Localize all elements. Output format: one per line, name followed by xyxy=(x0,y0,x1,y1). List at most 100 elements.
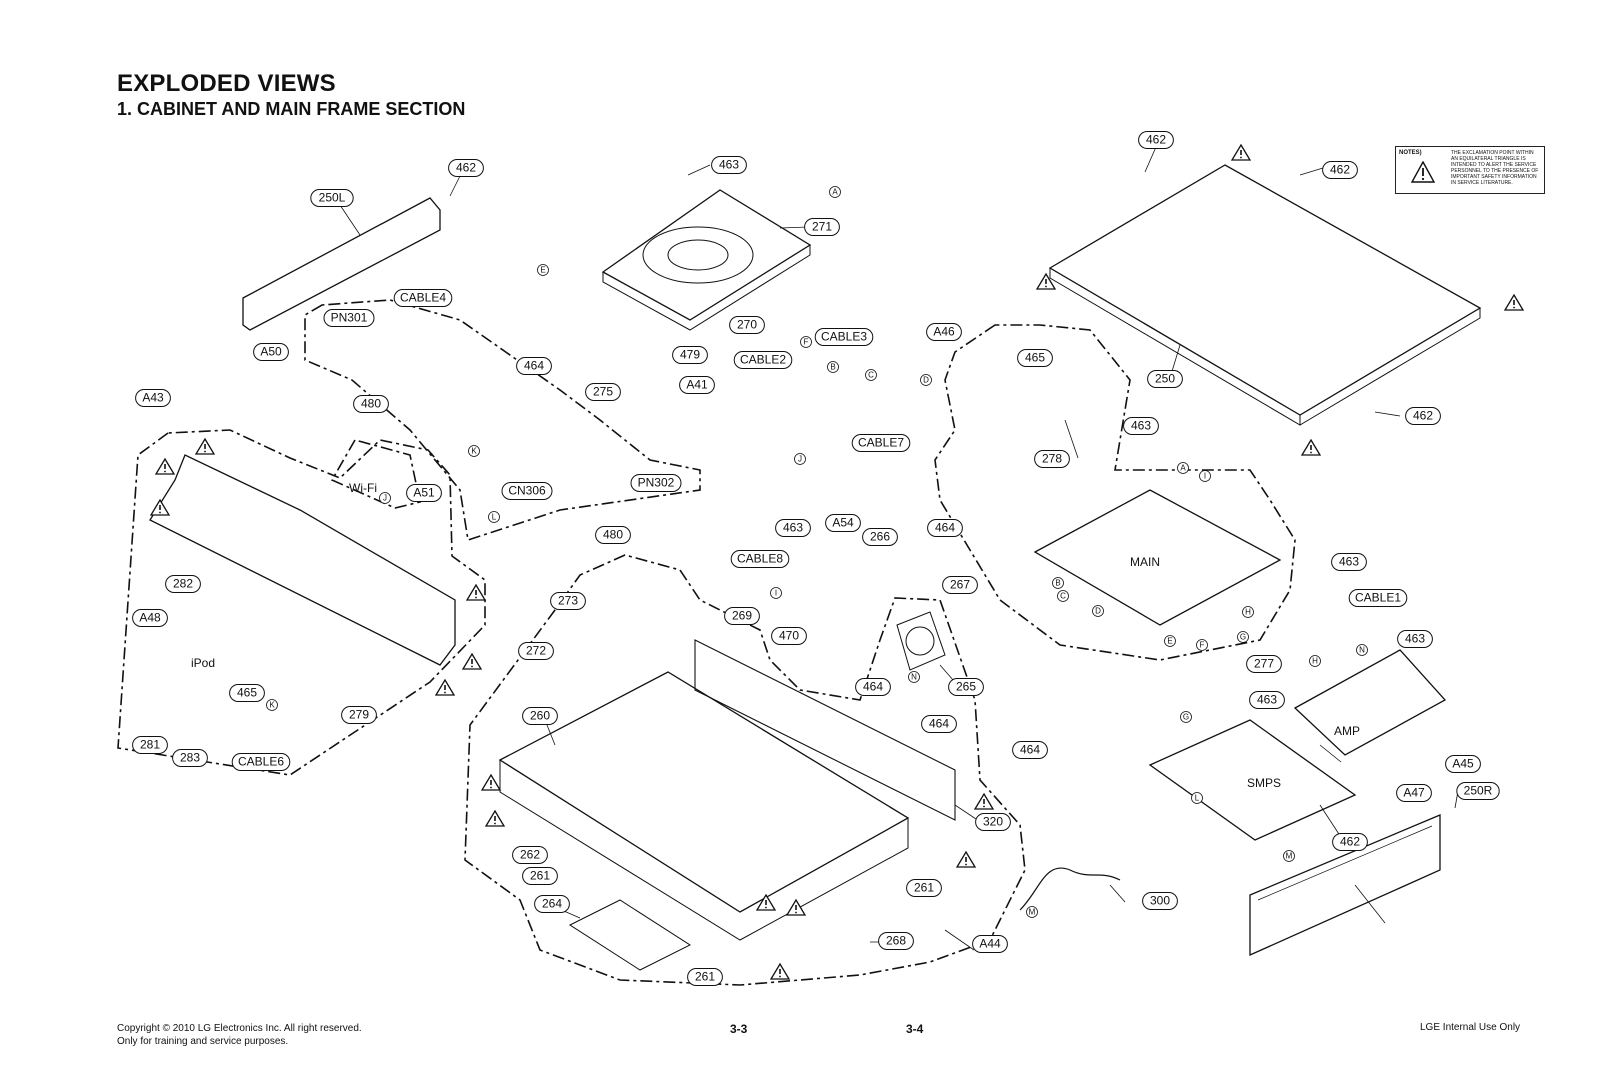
svg-text:279: 279 xyxy=(349,708,369,722)
part-label-265: 265 xyxy=(948,678,984,696)
svg-text:A48: A48 xyxy=(139,611,161,625)
warning-triangle-icon xyxy=(769,962,791,980)
svg-text:479: 479 xyxy=(680,348,700,362)
svg-text:H: H xyxy=(1245,608,1251,617)
svg-text:E: E xyxy=(540,266,545,275)
part-label-462: 462 xyxy=(1332,833,1368,851)
part-label-463: 463 xyxy=(1331,553,1367,571)
part-label-250: 250 xyxy=(1147,370,1183,388)
part-label-a47: A47 xyxy=(1396,784,1432,802)
part-label-463: 463 xyxy=(1249,691,1285,709)
svg-text:300: 300 xyxy=(1150,894,1170,908)
svg-text:463: 463 xyxy=(783,521,803,535)
connector-callout-d: D xyxy=(920,374,932,386)
svg-text:CABLE7: CABLE7 xyxy=(858,436,904,450)
part-label-a44: A44 xyxy=(972,935,1008,953)
svg-text:H: H xyxy=(1312,657,1318,666)
connector-callout-f: F xyxy=(800,336,812,348)
section-title: 1. CABINET AND MAIN FRAME SECTION xyxy=(117,99,466,119)
svg-text:N: N xyxy=(1359,646,1365,655)
svg-text:CABLE2: CABLE2 xyxy=(740,353,786,367)
part-label-462: 462 xyxy=(1138,131,1174,149)
svg-text:463: 463 xyxy=(719,158,739,172)
part-label-464: 464 xyxy=(921,715,957,733)
svg-text:267: 267 xyxy=(950,578,970,592)
internal-use-text: LGE Internal Use Only xyxy=(1420,1022,1521,1033)
part-label-300: 300 xyxy=(1142,892,1178,910)
svg-text:F: F xyxy=(1200,641,1205,650)
part-label-264: 264 xyxy=(534,895,570,913)
svg-text:E: E xyxy=(1167,637,1172,646)
svg-text:G: G xyxy=(1240,633,1246,642)
warning-triangle-icon xyxy=(955,850,977,868)
part-label-271: 271 xyxy=(804,218,840,236)
warning-triangle-icon xyxy=(480,773,502,791)
module-label-smps: SMPS xyxy=(1247,776,1281,790)
part-label-465: 465 xyxy=(1017,349,1053,367)
training-text: Only for training and service purposes. xyxy=(117,1036,289,1047)
part-label-cable6: CABLE6 xyxy=(231,753,291,771)
svg-text:A44: A44 xyxy=(979,937,1001,951)
svg-text:470: 470 xyxy=(779,629,799,643)
page-number-right: 3-4 xyxy=(906,1022,924,1036)
part-label-a54: A54 xyxy=(825,514,861,532)
page-title: EXPLODED VIEWS xyxy=(117,70,336,97)
part-label-pn301: PN301 xyxy=(323,309,375,327)
svg-text:320: 320 xyxy=(983,815,1003,829)
svg-text:463: 463 xyxy=(1339,555,1359,569)
svg-text:A54: A54 xyxy=(832,516,854,530)
svg-text:464: 464 xyxy=(929,717,949,731)
part-label-cable2: CABLE2 xyxy=(733,351,793,369)
svg-text:462: 462 xyxy=(1146,133,1166,147)
svg-text:250L: 250L xyxy=(319,191,346,205)
svg-text:A47: A47 xyxy=(1403,786,1425,800)
module-label-ipod: iPod xyxy=(191,656,215,670)
connector-callout-i: I xyxy=(770,587,782,599)
connector-callout-h: H xyxy=(1309,655,1321,667)
assembly-boundaries xyxy=(117,299,1296,986)
svg-text:262: 262 xyxy=(520,848,540,862)
part-label-463: 463 xyxy=(1123,417,1159,435)
warning-triangle-icon xyxy=(149,498,171,516)
svg-text:277: 277 xyxy=(1254,657,1274,671)
part-label-a41: A41 xyxy=(679,376,715,394)
part-label-282: 282 xyxy=(165,575,201,593)
part-label-a46: A46 xyxy=(926,323,962,341)
part-label-462: 462 xyxy=(1322,161,1358,179)
warning-triangle-icon xyxy=(434,678,456,696)
part-label-a45: A45 xyxy=(1445,755,1481,773)
svg-text:I: I xyxy=(775,589,777,598)
svg-text:264: 264 xyxy=(542,897,562,911)
part-label-464: 464 xyxy=(855,678,891,696)
part-label-480: 480 xyxy=(353,395,389,413)
svg-text:462: 462 xyxy=(456,161,476,175)
notes-label: NOTES) xyxy=(1399,150,1422,156)
part-label-262: 262 xyxy=(512,846,548,864)
svg-text:CABLE4: CABLE4 xyxy=(400,291,446,305)
connector-callout-l: L xyxy=(488,511,500,523)
svg-text:261: 261 xyxy=(695,970,715,984)
part-label-261: 261 xyxy=(687,968,723,986)
svg-text:A: A xyxy=(1180,464,1186,473)
svg-text:PN301: PN301 xyxy=(331,311,368,325)
part-label-266: 266 xyxy=(862,528,898,546)
svg-text:281: 281 xyxy=(140,738,160,752)
connector-callout-g: G xyxy=(1237,631,1249,643)
svg-text:B: B xyxy=(830,363,835,372)
svg-text:A41: A41 xyxy=(686,378,708,392)
svg-text:462: 462 xyxy=(1413,409,1433,423)
svg-text:K: K xyxy=(471,447,477,456)
svg-text:K: K xyxy=(269,701,275,710)
svg-text:CABLE3: CABLE3 xyxy=(821,330,867,344)
warning-triangle-icon xyxy=(461,652,483,670)
connector-callout-a: A xyxy=(829,186,841,198)
svg-text:F: F xyxy=(804,338,809,347)
part-label-479: 479 xyxy=(672,346,708,364)
svg-text:I: I xyxy=(1204,472,1206,481)
part-label-261: 261 xyxy=(906,879,942,897)
notes-box: NOTES) THE EXCLAMATION POINT WITHIN AN E… xyxy=(1395,146,1545,194)
warning-triangle-icon xyxy=(1411,161,1435,183)
part-label-463: 463 xyxy=(775,519,811,537)
connector-callout-n: N xyxy=(1356,644,1368,656)
